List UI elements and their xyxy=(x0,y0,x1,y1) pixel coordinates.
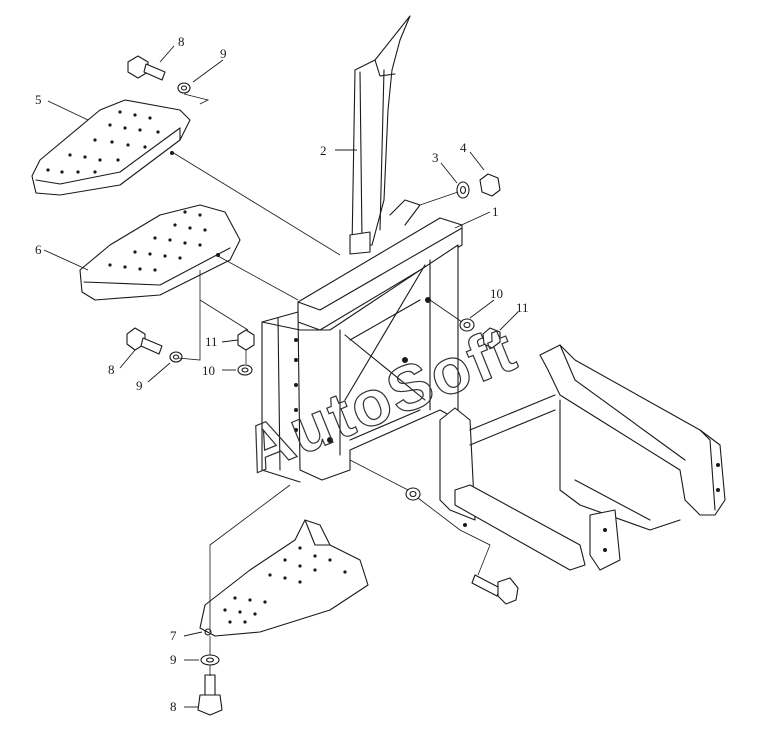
callout-7: 7 xyxy=(170,628,177,643)
callout-8-top: 8 xyxy=(178,34,185,49)
part-1-main-bracket xyxy=(261,199,463,483)
callout-2: 2 xyxy=(320,143,327,158)
part-6-middle-step xyxy=(79,204,241,301)
callout-10-right: 10 xyxy=(490,286,503,301)
callout-4: 4 xyxy=(460,140,467,155)
callout-6: 6 xyxy=(35,242,42,257)
callout-1: 1 xyxy=(492,204,499,219)
callout-labels: 1 2 3 4 5 6 7 8 8 8 9 9 9 10 10 11 11 xyxy=(35,34,529,714)
callout-3: 3 xyxy=(432,150,439,165)
callout-8-left: 8 xyxy=(108,362,115,377)
callout-9-bottom: 9 xyxy=(170,652,177,667)
part-7-lower-step xyxy=(199,519,369,637)
callout-9-left: 9 xyxy=(136,378,143,393)
mounting-carrier-assembly xyxy=(439,344,726,571)
callout-5: 5 xyxy=(35,92,42,107)
part-2-bracket-arm xyxy=(349,15,411,255)
callout-9-top: 9 xyxy=(220,46,227,61)
callout-11-right: 11 xyxy=(516,300,529,315)
callout-8-bottom: 8 xyxy=(170,699,177,714)
part-5-upper-step xyxy=(31,99,191,196)
fasteners xyxy=(126,55,519,716)
leader-lines xyxy=(43,45,519,708)
callout-11-left: 11 xyxy=(205,334,218,349)
callout-10-left: 10 xyxy=(202,363,215,378)
